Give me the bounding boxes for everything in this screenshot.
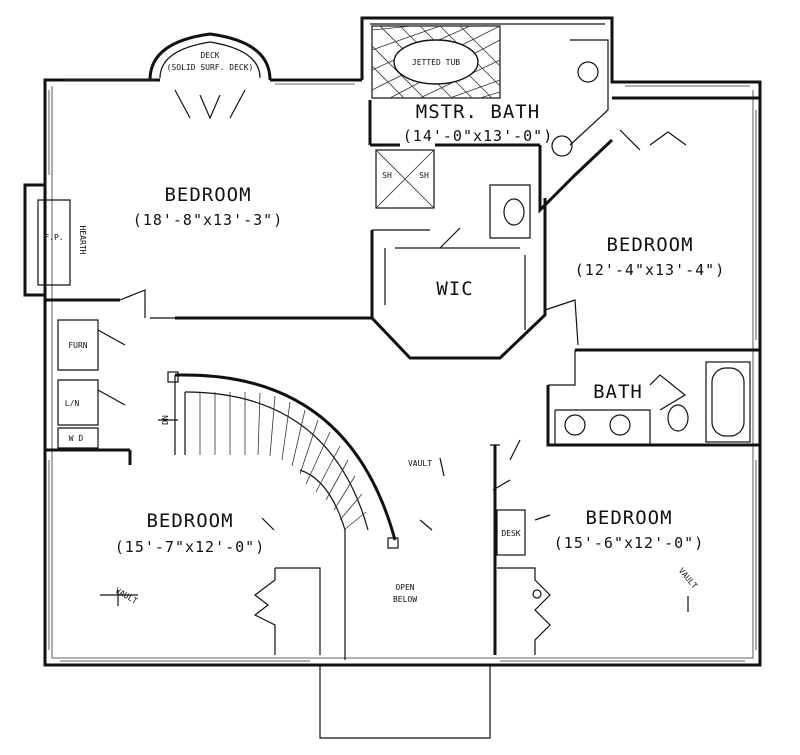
open-label: OPEN (395, 583, 414, 592)
ln-label: L/N (65, 399, 80, 408)
jetted-tub: JETTED TUB (371, 25, 501, 99)
hearth-label: HEARTH (78, 226, 87, 255)
bedroom-1-dim: (18'-8"x13'-3") (133, 211, 283, 229)
deck-sub-label: (SOLID SURF. DECK) (167, 63, 254, 72)
bedroom-1: F.P. HEARTH BEDROOM (18'-8"x13'-3") (44, 184, 372, 320)
bedroom-3: VAULT BEDROOM (15'-7"x12'-0") (100, 510, 321, 655)
shower-label-right: SH (419, 171, 429, 180)
bath-label: BATH (593, 381, 643, 403)
bedroom-2-dim: (12'-4"x13'-4") (575, 261, 725, 279)
vault-mid-label: VAULT (408, 459, 432, 468)
vault-right-label: VAULT (677, 566, 699, 590)
desk-label: DESK (501, 529, 520, 538)
bedroom-1-label: BEDROOM (164, 184, 251, 206)
furn-label: FURN (68, 341, 87, 350)
below-label: BELOW (393, 595, 417, 604)
bath: BATH (546, 350, 760, 447)
fp-label: F.P. (44, 233, 63, 242)
wic-label: WIC (436, 278, 473, 300)
utility-closets: FURN L/N W D (57, 319, 126, 449)
vault-left-label: VAULT (114, 586, 140, 606)
deck-label: DECK (200, 51, 219, 60)
bedroom-3-label: BEDROOM (146, 510, 233, 532)
master-bath: SH SH MSTR. BATH (14'-0"x13'-0") (368, 39, 614, 239)
bedroom-2-label: BEDROOM (606, 234, 693, 256)
bedroom-4-label: BEDROOM (585, 507, 672, 529)
mstr-bath-label: MSTR. BATH (416, 101, 540, 123)
mstr-bath-dim: (14'-0"x13'-0") (403, 127, 553, 145)
wd-label: W D (69, 434, 84, 443)
exterior-walls (23, 16, 762, 739)
staircase: DN (158, 371, 399, 660)
wic: WIC (370, 198, 547, 360)
bedroom-3-dim: (15'-7"x12'-0") (115, 538, 265, 556)
shower-label-left: SH (382, 171, 392, 180)
bedroom-4-dim: (15'-6"x12'-0") (554, 534, 704, 552)
bedroom-2: BEDROOM (12'-4"x13'-4") (544, 96, 760, 352)
bedroom-4: DESK VAULT BEDROOM (15'-6"x12'-0") (496, 507, 704, 655)
jetted-tub-label: JETTED TUB (412, 58, 460, 67)
window-marks (48, 79, 757, 662)
deck-top: DECK (SOLID SURF. DECK) (148, 32, 272, 120)
central-hall: VAULT OPEN BELOW (45, 439, 521, 655)
